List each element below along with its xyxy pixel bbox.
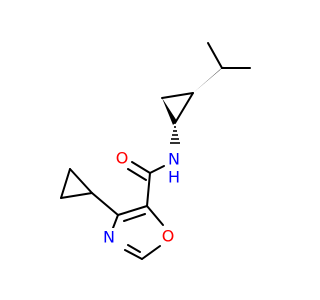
bond-ring-c4-cyclopropyl bbox=[91, 192, 119, 216]
bond-ring-c2-n3-b bbox=[127, 244, 141, 253]
bond-amide-c-ring bbox=[146, 172, 151, 207]
bond-cyclopropyl-ac bbox=[60, 192, 93, 199]
atom-label-ring-oxygen: O bbox=[162, 227, 175, 246]
bond-cyclopropyl-bc bbox=[60, 168, 71, 199]
wedge-bonds bbox=[162, 66, 224, 125]
bond-isopropyl-methyl-left bbox=[207, 42, 223, 69]
bond-ring-o1-c2 bbox=[141, 245, 161, 260]
atom-label-ring-nitrogen: N bbox=[103, 228, 115, 247]
molecule-structure: O N H O N bbox=[60, 42, 251, 260]
bond-carbonyl-2 bbox=[127, 168, 147, 181]
bond-cyclopropane-ac bbox=[174, 92, 194, 124]
bond-ring-c4-c5-a bbox=[117, 205, 148, 216]
bond-ring-c4-c5-b bbox=[123, 213, 146, 222]
bond-ring-c2-n3-a bbox=[124, 249, 143, 260]
bonds bbox=[60, 42, 251, 260]
hashed-bond-amide-n bbox=[170, 126, 180, 144]
bond-amide-c-n bbox=[149, 165, 165, 174]
bond-wedge-isopropyl bbox=[193, 66, 224, 93]
bond-ring-n3-c4 bbox=[112, 214, 119, 229]
atom-label-amide-nitrogen: N bbox=[168, 150, 180, 169]
atom-labels: O N H O N bbox=[101, 149, 182, 247]
bond-wedge-cyclopropane-c bbox=[162, 98, 177, 125]
bond-carbonyl-1 bbox=[131, 161, 151, 174]
bond-ring-c5-o1 bbox=[146, 205, 164, 226]
bond-cyclopropane-ab bbox=[161, 92, 194, 99]
atom-label-amide-hydrogen: H bbox=[168, 168, 180, 187]
atom-label-carbonyl-oxygen: O bbox=[116, 149, 129, 168]
bond-cyclopropyl-ab bbox=[69, 168, 93, 194]
